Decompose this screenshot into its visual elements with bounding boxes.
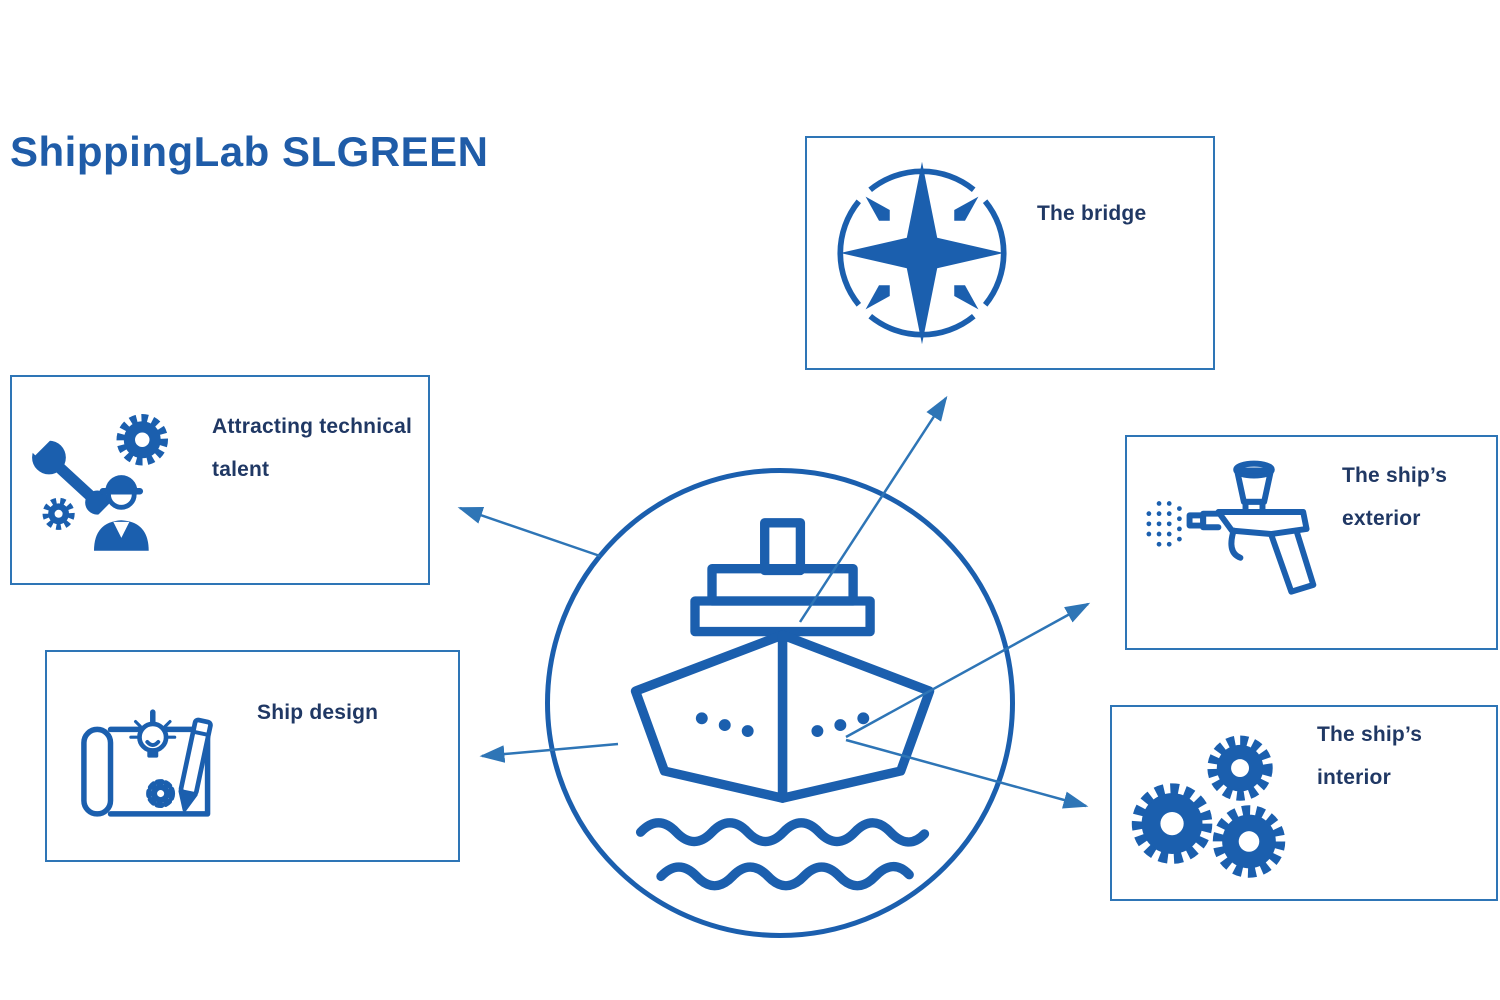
node-talent-label: Attracting technical talent [212, 415, 413, 482]
node-interior: The ship’s interior [1110, 705, 1498, 901]
spray-dots [1146, 501, 1182, 547]
node-exterior: The ship’s exterior [1125, 435, 1498, 650]
node-bridge-label: The bridge [1037, 202, 1147, 225]
gear-1 [1131, 783, 1212, 864]
compass-icon [837, 161, 1007, 345]
gears-icon [1131, 735, 1285, 878]
gear-2 [1206, 735, 1273, 801]
ship-icon [630, 518, 935, 891]
node-exterior-label: The ship’s exterior [1342, 464, 1448, 531]
page-title: ShippingLab SLGREEN [10, 128, 489, 175]
bulb-rays [129, 720, 177, 739]
node-design-label: Ship design [257, 701, 379, 724]
gear-small [146, 779, 176, 809]
central-circle [545, 468, 1015, 938]
ship-design-icon [81, 709, 213, 817]
gear-3 [1212, 805, 1285, 878]
spray-gun-icon [1146, 460, 1317, 595]
gear-small [42, 497, 75, 530]
node-talent: Attracting technical talent [10, 375, 430, 585]
talent-icon-area [12, 377, 212, 583]
bridge-icon-area [807, 138, 1037, 368]
design-icon-area [47, 652, 257, 860]
node-bridge: The bridge [805, 136, 1215, 370]
node-interior-label: The ship’s interior [1317, 723, 1423, 790]
gear-large [116, 414, 168, 466]
worker-figure [93, 475, 149, 551]
technical-talent-icon [19, 414, 168, 551]
exterior-icon-area [1127, 437, 1342, 648]
lightbulb [129, 709, 177, 758]
arrow-to-talent [457, 506, 601, 558]
pencil [178, 717, 213, 812]
interior-icon-area [1112, 707, 1317, 899]
node-design: Ship design [45, 650, 460, 862]
